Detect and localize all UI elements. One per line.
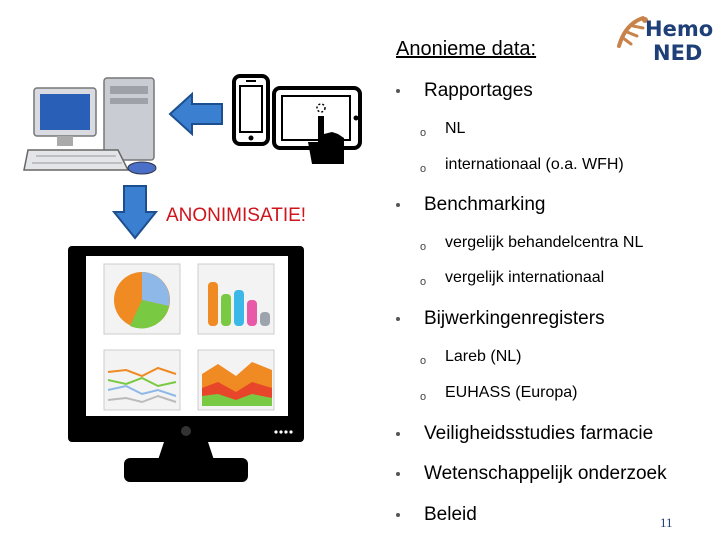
logo-line2: NED bbox=[653, 41, 703, 65]
desktop-computer-icon bbox=[23, 77, 157, 175]
logo-mark-icon bbox=[617, 16, 648, 48]
bullet-dot-icon bbox=[396, 472, 400, 476]
bullet-dot-icon bbox=[396, 432, 400, 436]
sub-bullet-item: o internationaal (o.a. WFH) bbox=[390, 156, 624, 175]
bullet-text: Wetenschappelijk onderzoek bbox=[424, 463, 667, 484]
sub-bullet-circle-icon: o bbox=[420, 127, 427, 139]
hemonet-logo: Hemo NED bbox=[613, 8, 713, 70]
bullet-text: Beleid bbox=[424, 504, 477, 525]
page-number: 11 bbox=[660, 515, 673, 530]
bullet-text: Rapportages bbox=[424, 80, 533, 101]
sub-bullet-text: internationaal (o.a. WFH) bbox=[445, 156, 624, 173]
sub-bullet-item: o NL bbox=[390, 120, 466, 139]
monitor-dashboard-icon bbox=[68, 246, 304, 482]
sub-bullet-circle-icon: o bbox=[420, 241, 427, 253]
sub-bullet-text: EUHASS (Europa) bbox=[445, 384, 578, 401]
bullet-item: Bijwerkingenregisters bbox=[390, 308, 605, 330]
arrow-left-icon bbox=[168, 91, 223, 137]
sub-bullet-circle-icon: o bbox=[420, 276, 427, 288]
sub-bullet-text: vergelijk internationaal bbox=[445, 269, 605, 286]
sub-bullet-item: o EUHASS (Europa) bbox=[390, 384, 578, 403]
sub-bullet-item: o vergelijk internationaal bbox=[390, 269, 605, 288]
bullet-dot-icon bbox=[396, 317, 400, 321]
bullet-item: Beleid bbox=[390, 504, 477, 526]
area-chart-icon bbox=[202, 362, 272, 406]
logo-line1: Hemo bbox=[645, 17, 714, 41]
bullet-text: Veiligheidsstudies farmacie bbox=[424, 423, 654, 444]
sub-bullet-text: Lareb (NL) bbox=[445, 348, 522, 365]
bullet-dot-icon bbox=[396, 513, 400, 517]
bullet-item: Veiligheidsstudies farmacie bbox=[390, 423, 653, 445]
bullet-item: Rapportages bbox=[390, 80, 533, 102]
smartphone-icon bbox=[232, 74, 270, 146]
bullet-dot-icon bbox=[396, 89, 400, 93]
pie-chart-icon bbox=[114, 272, 170, 329]
line-chart-icon bbox=[107, 366, 177, 404]
bullet-text: Bijwerkingenregisters bbox=[424, 308, 605, 329]
slide-title: Anonieme data: bbox=[396, 38, 537, 60]
bullet-list: Rapportages o NL o internationaal (o.a. … bbox=[390, 0, 720, 540]
bar-chart-icon bbox=[208, 282, 270, 326]
sub-bullet-circle-icon: o bbox=[420, 163, 427, 175]
bullet-text: Benchmarking bbox=[424, 194, 546, 215]
arrow-down-icon bbox=[112, 185, 158, 240]
bullet-dot-icon bbox=[396, 203, 400, 207]
bullet-item: Wetenschappelijk onderzoek bbox=[390, 463, 667, 485]
tablet-touch-icon bbox=[272, 86, 362, 164]
sub-bullet-text: vergelijk behandelcentra NL bbox=[445, 234, 644, 251]
sub-bullet-text: NL bbox=[445, 120, 466, 137]
anonymization-label: ANONIMISATIE! bbox=[166, 205, 307, 226]
bullet-item: Benchmarking bbox=[390, 194, 545, 216]
sub-bullet-circle-icon: o bbox=[420, 355, 427, 367]
sub-bullet-circle-icon: o bbox=[420, 391, 427, 403]
sub-bullet-item: o vergelijk behandelcentra NL bbox=[390, 234, 644, 253]
sub-bullet-item: o Lareb (NL) bbox=[390, 348, 522, 367]
